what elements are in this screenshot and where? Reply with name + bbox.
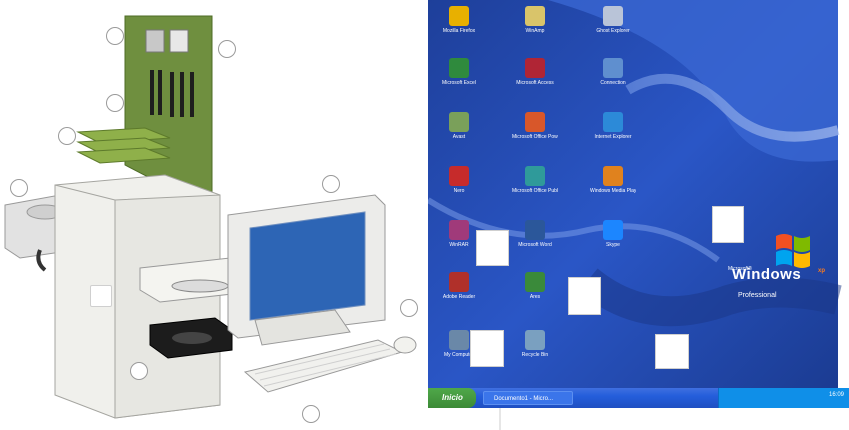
avast-icon <box>449 112 469 132</box>
windows-logo-brand: Microsoft® <box>728 266 752 272</box>
label-box-2 <box>568 277 601 315</box>
desktop-shortcut[interactable]: WinRAR <box>436 220 482 248</box>
winamp-icon <box>525 6 545 26</box>
desktop-shortcut[interactable]: Skype <box>590 220 636 248</box>
desktop-shortcut[interactable]: Adobe Reader <box>436 272 482 300</box>
desktop-shortcut[interactable]: Recycle Bin <box>512 330 558 358</box>
start-button[interactable]: Inicio <box>428 388 476 408</box>
excel-icon <box>449 58 469 78</box>
desktop-shortcut-label: Microsoft Word <box>518 242 552 248</box>
taskbar-item-document[interactable]: Documento1 - Micro... <box>483 391 573 405</box>
marker-mouse <box>400 299 418 317</box>
marker-cpu <box>106 27 124 45</box>
desktop-shortcut[interactable]: Microsoft Excel <box>436 58 482 86</box>
computer-icon <box>449 330 469 350</box>
desktop-shortcut[interactable]: Ares <box>512 272 558 300</box>
desktop-shortcut-label: Nero <box>453 188 465 194</box>
desktop-shortcut[interactable]: Windows Media Player <box>590 166 636 194</box>
winrar-icon <box>449 220 469 240</box>
desktop-shortcut-label: Ghost Explorer <box>596 28 630 34</box>
desktop-shortcut[interactable]: Connection <box>590 58 636 86</box>
desktop-shortcut-label: Microsoft Access <box>516 80 554 86</box>
windows-logo-xp: xp <box>818 268 826 274</box>
connection-icon <box>603 58 623 78</box>
desktop-shortcut-label: Mozilla Firefox <box>442 28 476 34</box>
marker-ram <box>106 94 124 112</box>
wmp-icon <box>603 166 623 186</box>
hardware-illustration <box>4 15 417 419</box>
desktop-shortcut-label: Microsoft Excel <box>442 80 476 86</box>
desktop-shortcut[interactable]: Microsoft Word <box>512 220 558 248</box>
access-icon <box>525 58 545 78</box>
label-box-4 <box>470 330 504 367</box>
desktop-shortcut[interactable]: My Computer <box>436 330 482 358</box>
desktop-shortcut[interactable]: Internet Explorer <box>590 112 636 140</box>
label-box-3 <box>712 206 744 243</box>
reader-icon <box>449 272 469 292</box>
label-box-5 <box>655 334 689 369</box>
marker-expansion-cards <box>58 127 76 145</box>
desktop-shortcut[interactable]: Microsoft Office PowerPoint <box>512 112 558 140</box>
expansion-cards <box>76 127 171 164</box>
desktop-shortcut[interactable]: WinAmp <box>512 6 558 34</box>
windows-flag-icon <box>776 234 810 268</box>
desktop-shortcut-label: WinAmp <box>525 28 545 34</box>
cpu-chip <box>169 29 189 53</box>
desktop-shortcut-label: Skype <box>606 242 620 248</box>
marker-keyboard <box>302 405 320 423</box>
pc-hardware-diagram <box>4 15 418 423</box>
windows-logo-text: Windows <box>732 266 802 283</box>
taskbar: Inicio Documento1 - Micro... 16:09 <box>428 388 849 408</box>
crt-monitor <box>227 194 386 346</box>
nero-icon <box>449 166 469 186</box>
desktop-shortcut[interactable]: Nero <box>436 166 482 194</box>
tray-clock: 16:09 <box>828 392 844 398</box>
publisher-icon <box>525 166 545 186</box>
marker-hard-drive <box>130 362 148 380</box>
marker-power-supply <box>10 179 28 197</box>
cpu-socket <box>145 29 165 53</box>
hard-drive <box>149 317 233 359</box>
ie-icon <box>603 112 623 132</box>
ares-icon <box>525 272 545 292</box>
desktop-shortcut-label: WinRAR <box>449 242 469 248</box>
desktop-shortcut-label: Adobe Reader <box>442 294 476 300</box>
skype-icon <box>603 220 623 240</box>
desktop-shortcut[interactable]: Microsoft Office Publisher <box>512 166 558 194</box>
ghost-icon <box>603 6 623 26</box>
desktop-shortcut[interactable]: Ghost Explorer <box>590 6 636 34</box>
word-icon <box>525 220 545 240</box>
desktop-shortcut-label: Internet Explorer <box>594 134 632 140</box>
keyboard <box>243 339 404 393</box>
mouse <box>393 336 417 354</box>
powerpoint-icon <box>525 112 545 132</box>
desktop-shortcut-label: Connection <box>600 80 626 86</box>
system-tray: 16:09 <box>718 388 849 408</box>
recycle-bin-icon <box>525 330 545 350</box>
marker-motherboard <box>218 40 236 58</box>
desktop-shortcut[interactable]: Mozilla Firefox <box>436 6 482 34</box>
desktop-shortcut[interactable]: Avast <box>436 112 482 140</box>
desktop-shortcut-label: Microsoft Office PowerPoint <box>512 134 558 140</box>
desktop-shortcut-label: Microsoft Office Publisher <box>512 188 558 194</box>
desktop-shortcut-label: Ares <box>529 294 541 300</box>
desktop-shortcut[interactable]: Microsoft Access <box>512 58 558 86</box>
marker-monitor <box>322 175 340 193</box>
desktop-shortcut-label: Recycle Bin <box>521 352 549 358</box>
firefox-icon <box>449 6 469 26</box>
desktop-shortcut-label: Windows Media Player <box>590 188 636 194</box>
desktop-shortcut-label: Avast <box>452 134 466 140</box>
windows-logo-edition: Professional <box>738 292 777 299</box>
label-box-1 <box>476 230 509 266</box>
ram-slots <box>150 70 194 117</box>
marker-case <box>90 285 112 307</box>
desktop-shortcut-label: My Computer <box>443 352 474 358</box>
